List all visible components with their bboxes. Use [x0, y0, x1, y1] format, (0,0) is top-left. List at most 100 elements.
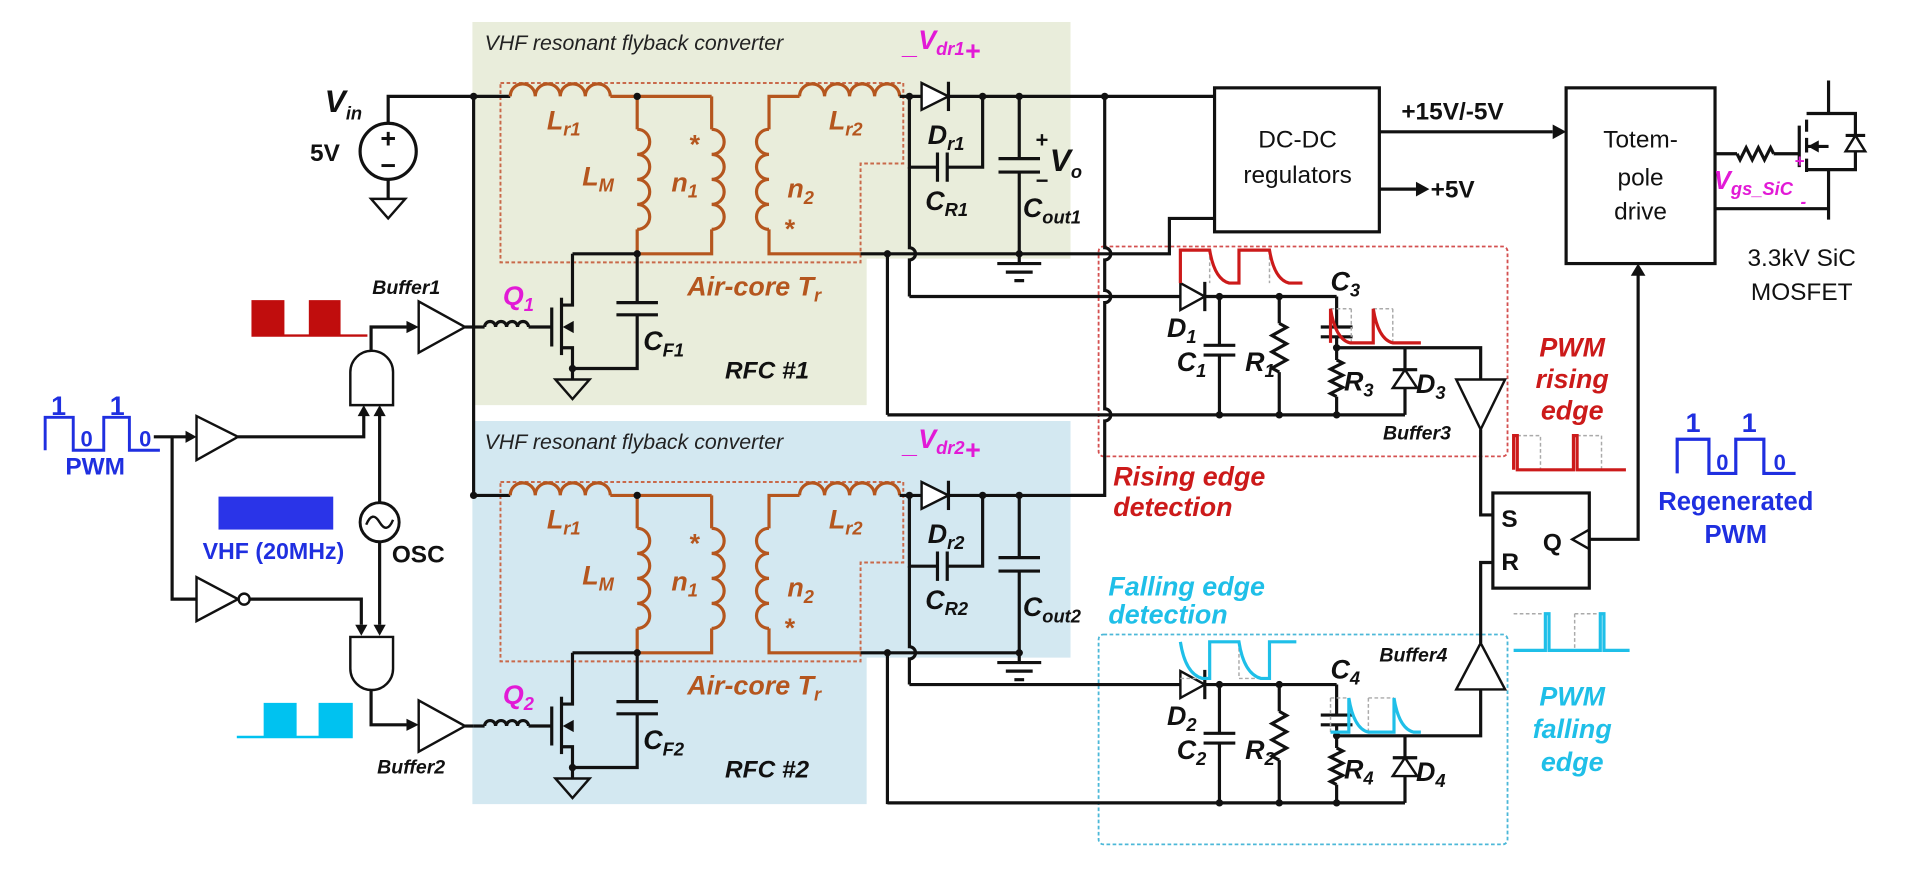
- label-d: D1: [1167, 313, 1197, 347]
- label-cf: CF2: [643, 725, 684, 759]
- resistor-r: [1268, 709, 1290, 762]
- arrow-icon: [1415, 181, 1430, 197]
- vgs-minus: -: [1800, 192, 1806, 211]
- dot-marker-n1: *: [688, 529, 700, 559]
- ground-icon: [368, 197, 408, 221]
- label-buffer3: Buffer3: [1383, 422, 1451, 444]
- falling-detector-title: Falling edge: [1108, 571, 1265, 601]
- arrow-icon: [1552, 124, 1567, 140]
- input-bit: 0: [139, 427, 151, 452]
- dot-marker-n2: *: [784, 214, 796, 244]
- oscillator-icon: [358, 501, 401, 544]
- label-c-coupling: C4: [1331, 654, 1361, 688]
- output-bit: 1: [1686, 408, 1701, 438]
- ground-icon: [997, 253, 1042, 283]
- label-lr2: Lr2: [829, 105, 863, 139]
- input-bit: 0: [81, 427, 93, 452]
- arrow-icon: [1630, 263, 1646, 276]
- arrow-icon: [185, 430, 197, 443]
- latch-r: R: [1501, 549, 1519, 576]
- vgs-plus: +: [1794, 152, 1804, 171]
- ground-icon: [997, 652, 1042, 682]
- winding-n2: [754, 526, 770, 630]
- converter-title: VHF resonant flyback converter: [485, 31, 785, 55]
- mosfet-q: [528, 652, 575, 779]
- dc-voltage-source: + −: [358, 121, 418, 221]
- winding-n1: [711, 526, 726, 630]
- logic-supply-label: +5V: [1431, 177, 1476, 204]
- capacitor-c: [1203, 731, 1236, 745]
- source-plus: +: [380, 124, 396, 154]
- output-bit: 0: [1716, 450, 1728, 475]
- capacitor-cf: [616, 301, 658, 317]
- inductor-lm: [637, 127, 652, 231]
- transformer-boundary: [499, 481, 905, 663]
- falling-output-label-2: falling: [1533, 714, 1612, 744]
- dcdc-label-2: regulators: [1243, 162, 1351, 189]
- label-d: D2: [1167, 701, 1197, 735]
- dcdc-regulators-block: [1212, 86, 1381, 234]
- diode-d: [1179, 281, 1208, 312]
- capacitor-cr: [935, 551, 949, 581]
- falling-output-label-3: edge: [1541, 747, 1604, 777]
- diode-clamp: [1390, 347, 1420, 415]
- output-bit: 0: [1774, 450, 1786, 475]
- regulator-ground: [1019, 216, 1215, 256]
- totem-label-2: pole: [1618, 164, 1664, 191]
- and-gate-bottom: [349, 635, 395, 692]
- and-gate-top: [349, 349, 395, 407]
- diode-clamp: [1390, 735, 1420, 803]
- gate-inductor: [483, 719, 531, 727]
- input-bit: 1: [51, 391, 66, 421]
- label-r-pulldown: R3: [1344, 366, 1374, 400]
- dcdc-label: DC-DC: [1258, 127, 1337, 154]
- label-c: C2: [1177, 735, 1207, 769]
- pwm-input-label: PWM: [65, 454, 125, 481]
- label-cr: CR1: [925, 186, 968, 220]
- capacitor-coupling: [1320, 713, 1353, 727]
- detector-boundary: [1097, 633, 1509, 846]
- label-cr: CR2: [925, 585, 968, 619]
- rising-output-label-2: rising: [1536, 364, 1609, 394]
- regenerated-pwm-waveform: [1675, 437, 1796, 476]
- totem-pole-drive-block: [1564, 86, 1717, 266]
- buffer4: [1454, 640, 1508, 691]
- osc-label: OSC: [392, 542, 445, 569]
- pwm-input-waveform: [43, 415, 160, 452]
- rising-detector-title: Rising edge: [1113, 462, 1265, 492]
- capacitor-cout: [998, 556, 1041, 573]
- buffer3: [1454, 378, 1508, 433]
- label-gate-buffer: Buffer1: [372, 277, 440, 299]
- inductor-lr2: [797, 481, 902, 496]
- inductor-lm: [637, 526, 652, 630]
- resistor-pulldown: [1326, 746, 1347, 787]
- label-lm: LM: [582, 161, 614, 195]
- regenerated-pwm-label: Regenerated: [1658, 488, 1813, 516]
- label-d-clamp: D3: [1416, 369, 1446, 403]
- label-vin: Vin: [325, 83, 362, 123]
- label-vdr: _Vdr2+: [901, 424, 980, 465]
- label-r-pulldown: R4: [1344, 754, 1374, 788]
- vhf-flyback-converter: VHF resonant flyback converter: [417, 420, 1105, 805]
- gate2-pulses: [236, 702, 353, 739]
- ground-icon: [552, 777, 593, 800]
- regenerated-pwm-label-2: PWM: [1704, 521, 1767, 549]
- dot-marker-n1: *: [688, 130, 700, 160]
- falling-output-label: PWM: [1539, 681, 1605, 711]
- rising-output-label-3: edge: [1541, 396, 1604, 426]
- label-lm: LM: [582, 560, 614, 594]
- transformer-boundary: [499, 81, 905, 264]
- gate-buffer: [417, 299, 468, 355]
- vhf-flyback-converter: VHF resonant flyback converter: [417, 21, 1105, 406]
- edge-detector: D1 C1 R1 C3 R3 D3: [887, 245, 1509, 458]
- capacitor-cr: [935, 152, 949, 182]
- output-bit: 1: [1742, 408, 1757, 438]
- label-vdr: _Vdr1+: [901, 25, 980, 66]
- label-c-coupling: C3: [1331, 266, 1361, 300]
- totem-label: Totem-: [1603, 127, 1678, 154]
- label-lr2: Lr2: [829, 504, 863, 538]
- winding-n1: [711, 127, 726, 231]
- inductor-lr2: [797, 82, 902, 97]
- falling-detector-title-2: detection: [1108, 600, 1227, 630]
- label-lr1: Lr1: [547, 105, 581, 139]
